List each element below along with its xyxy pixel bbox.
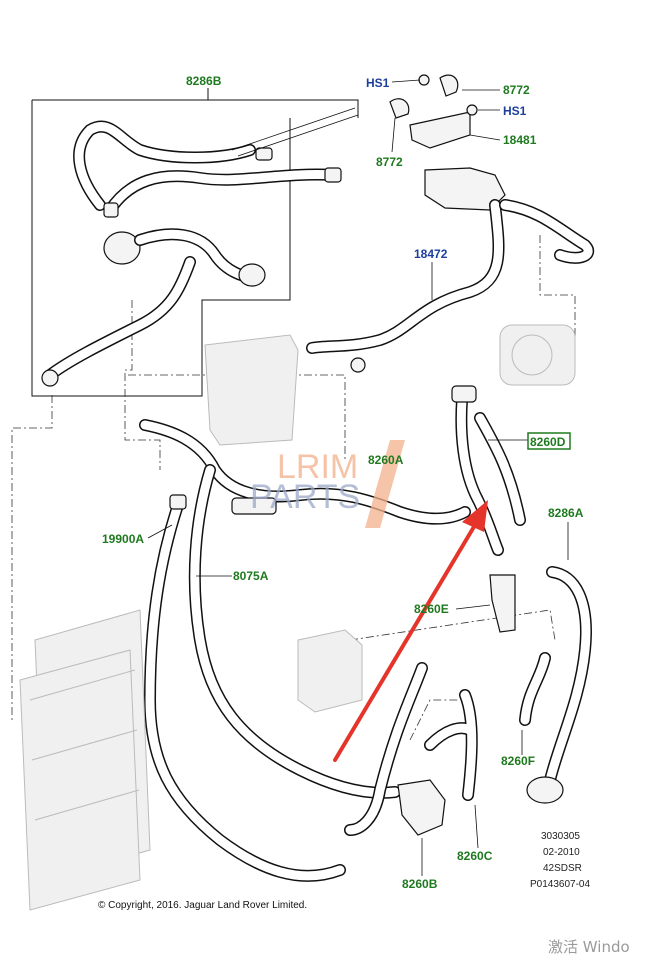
callout-8260D-box bbox=[527, 432, 571, 450]
watermark-slash bbox=[365, 440, 405, 528]
red-arrow bbox=[333, 500, 488, 762]
hose-cooler-return-inner bbox=[345, 663, 427, 835]
bolt-HS1-right bbox=[466, 104, 478, 116]
clip-8772-left bbox=[389, 98, 410, 119]
hose-8075A bbox=[188, 464, 401, 799]
ref-line-4: P0143607-04 bbox=[530, 879, 590, 890]
hose-18472-inner bbox=[307, 200, 504, 353]
callout-HS1-top: HS1 bbox=[366, 76, 390, 90]
hose-18472-branch-inner bbox=[500, 200, 593, 263]
hose-8286B-return-inner bbox=[45, 257, 195, 380]
dash-line-center bbox=[128, 374, 346, 462]
clamp-19900A bbox=[169, 494, 187, 510]
ref-line-3: 42SDSR bbox=[543, 863, 582, 874]
hose-18472-branch bbox=[499, 199, 595, 264]
callout-8260B: 8260B bbox=[402, 877, 438, 891]
watermark-lrim: LRIM bbox=[277, 448, 358, 486]
expansion-tank bbox=[204, 334, 299, 446]
callout-8286A: 8286A bbox=[548, 506, 584, 520]
callout-18472: 18472 bbox=[414, 247, 448, 261]
housing-8260B bbox=[397, 779, 446, 836]
callout-8075A: 8075A bbox=[233, 569, 269, 583]
leader-8286B-a bbox=[231, 107, 356, 151]
leader-19900A bbox=[147, 524, 173, 539]
hose-8075A-inner bbox=[190, 465, 400, 798]
clip-8772-top bbox=[439, 74, 459, 97]
hose-end-connector-left bbox=[41, 369, 59, 387]
hose-end-ring bbox=[238, 263, 266, 287]
oil-cooler bbox=[297, 629, 363, 713]
callout-19900A: 19900A bbox=[102, 532, 144, 546]
hose-8260D-branch-inner bbox=[475, 413, 525, 525]
ref-line-2: 02-2010 bbox=[543, 847, 580, 858]
hose-8260C-inner bbox=[425, 690, 477, 800]
hose-8286B-upper bbox=[73, 120, 256, 211]
throttle-body-bore bbox=[511, 334, 553, 376]
hose-8260A-inner bbox=[140, 420, 470, 524]
dash-line-bottom-right bbox=[349, 609, 556, 641]
hose-8286A-inner bbox=[545, 567, 591, 785]
assembly-frame-8286B-right bbox=[31, 100, 291, 397]
os-activation-watermark: 激活 Windo bbox=[548, 938, 630, 956]
hose-end-18472 bbox=[350, 357, 366, 373]
callout-8260A: 8260A bbox=[368, 453, 404, 467]
callout-HS1-right: HS1 bbox=[503, 104, 527, 118]
leader-8260E bbox=[455, 604, 491, 610]
watermark-parts: PARTS bbox=[250, 478, 360, 516]
callout-8260F: 8260F bbox=[501, 754, 535, 768]
callout-18481: 18481 bbox=[503, 133, 537, 147]
leader-8260C bbox=[474, 804, 479, 849]
ref-line-1: 3030305 bbox=[541, 831, 580, 842]
dash-line-right bbox=[539, 235, 576, 345]
clamp-8286B-a bbox=[103, 202, 119, 218]
callout-8286B: 8286B bbox=[186, 74, 222, 88]
dash-line-mid bbox=[124, 300, 161, 470]
clamp-8286B-b bbox=[255, 147, 273, 161]
clamp-8260D-top bbox=[451, 385, 477, 403]
hose-8286B-upper-inner bbox=[74, 122, 255, 210]
bolt-HS1-top bbox=[418, 74, 430, 86]
leader-8286B-b bbox=[237, 114, 359, 157]
thermostat-housing bbox=[103, 231, 141, 265]
callout-8772-left: 8772 bbox=[376, 155, 403, 169]
clamp-8286B-c bbox=[324, 167, 342, 183]
dash-line-lower bbox=[409, 699, 460, 741]
connector-8260A bbox=[231, 497, 277, 515]
tee-8260E bbox=[489, 574, 516, 633]
leader-HS1-top bbox=[391, 79, 421, 83]
bracket-18481 bbox=[409, 111, 471, 149]
dash-line-left bbox=[11, 395, 53, 720]
callout-8260D: 8260D bbox=[530, 435, 566, 449]
hose-8260D-inner bbox=[456, 395, 503, 555]
assembly-frame-8286B bbox=[32, 99, 359, 118]
hose-8260F-inner bbox=[520, 653, 550, 725]
leader-18481 bbox=[469, 134, 501, 141]
hose-8286B-lower-inner bbox=[105, 170, 340, 215]
hose-8286A-end bbox=[526, 776, 564, 804]
callout-8772-top: 8772 bbox=[503, 83, 530, 97]
copyright-notice: © Copyright, 2016. Jaguar Land Rover Lim… bbox=[98, 900, 307, 911]
radiator bbox=[19, 609, 151, 911]
callout-8260E: 8260E bbox=[414, 602, 449, 616]
hose-19900A-inner bbox=[145, 500, 345, 881]
leader-8772-left bbox=[391, 117, 396, 153]
callout-8260C: 8260C bbox=[457, 849, 493, 863]
